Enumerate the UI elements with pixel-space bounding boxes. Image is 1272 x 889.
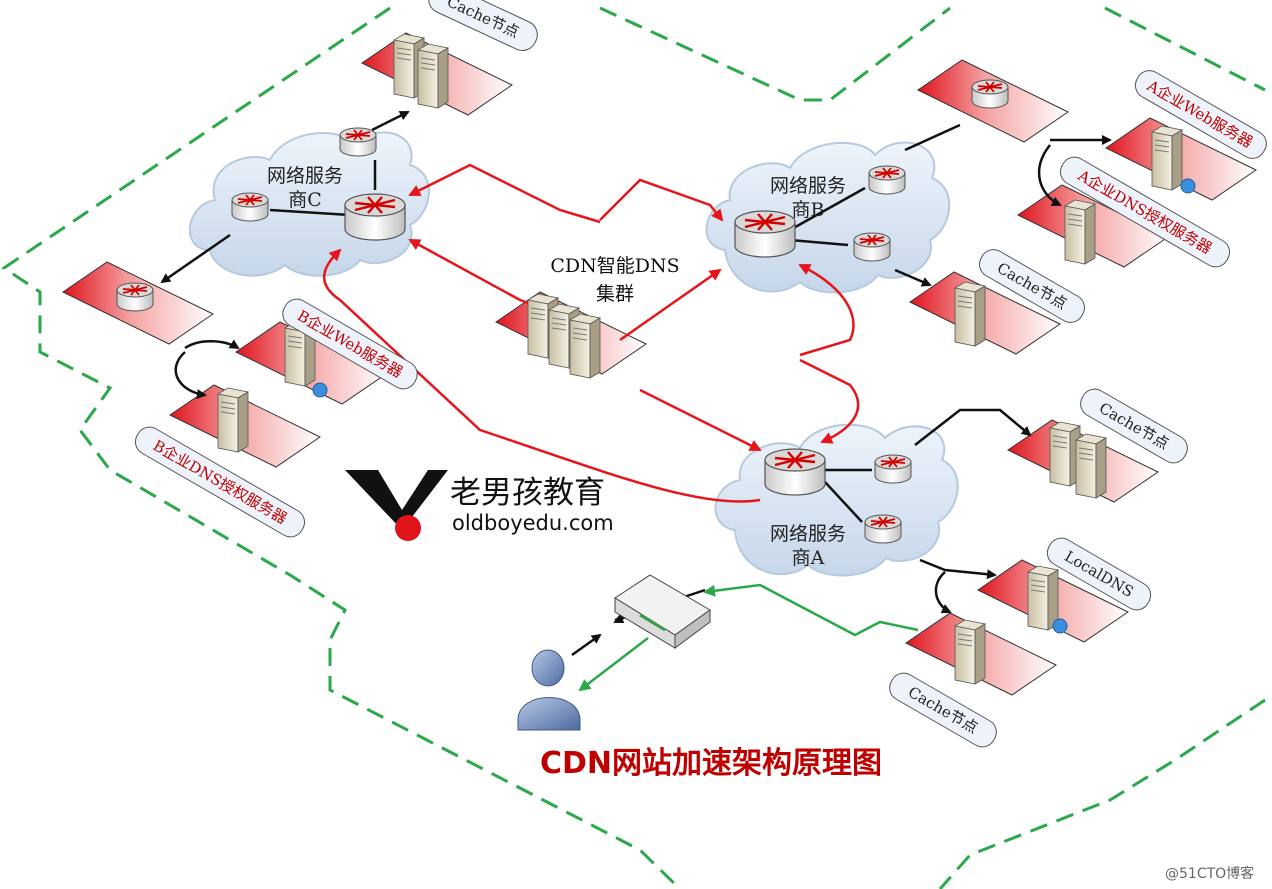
- globe-icon: [1052, 618, 1068, 634]
- router-isp-b-core: [733, 209, 797, 259]
- server-cache-a2: [954, 619, 986, 685]
- server-a-dns: [1064, 199, 1096, 265]
- diagram-title: CDN网站加速架构原理图: [540, 746, 882, 781]
- router-isp-a-edge1: [874, 454, 912, 484]
- server-cache-b: [954, 281, 986, 347]
- server-cache-c-2: [417, 43, 449, 109]
- brand-cn-text: 老男孩教育: [450, 475, 605, 511]
- server-cache-a1-1: [1049, 421, 1081, 487]
- green-links: [578, 583, 919, 692]
- brand-en-text: oldboyedu.com: [452, 511, 614, 535]
- isp-a-label-line1: 网络服务: [770, 523, 846, 545]
- isp-b-label-line1: 网络服务: [770, 175, 846, 197]
- network-boundary-dashed: [1, 6, 1266, 889]
- brand-dot: [395, 515, 421, 541]
- black-links: [160, 110, 1112, 657]
- server-dns-cluster-3: [569, 313, 601, 379]
- dns-cluster-label-line1: CDN智能DNS: [550, 255, 679, 277]
- isp-a-label-line2: 商A: [792, 547, 825, 569]
- server-b-dns: [217, 387, 249, 453]
- router-c-outer: [116, 282, 154, 312]
- brand-logo: 老男孩教育 oldboyedu.com: [345, 470, 614, 541]
- server-local-dns: [1027, 565, 1059, 631]
- user-person-icon: [517, 649, 581, 731]
- router-a-outer: [971, 79, 1009, 109]
- router-isp-c-edge2: [339, 127, 377, 157]
- router-isp-b-edge2: [853, 232, 891, 262]
- watermark-text: @51CTO博客: [1165, 865, 1254, 882]
- globe-icon: [312, 382, 328, 398]
- server-cache-a1-2: [1075, 433, 1107, 499]
- gateway-device-icon: [614, 574, 711, 649]
- router-isp-b-edge1: [868, 165, 906, 195]
- router-isp-a-core: [763, 447, 827, 497]
- isp-b-label-line2: 商B: [792, 199, 825, 221]
- dns-cluster-label-line2: 集群: [596, 283, 634, 305]
- isp-c-label-line1: 网络服务: [267, 165, 343, 187]
- router-isp-c-edge1: [231, 192, 269, 222]
- brand-v-mark: [345, 470, 448, 530]
- globe-icon: [1180, 178, 1196, 194]
- router-isp-a-edge2: [864, 514, 902, 544]
- server-a-web: [1151, 125, 1183, 191]
- router-isp-c-core: [343, 192, 407, 242]
- isp-c-label-line2: 商C: [288, 189, 322, 211]
